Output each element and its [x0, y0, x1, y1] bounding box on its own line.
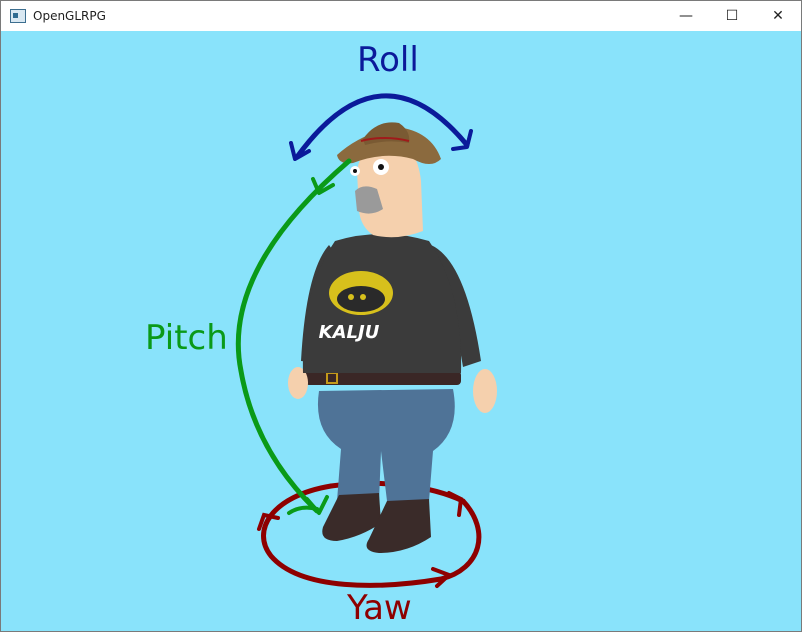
- pitch-label: Pitch: [145, 318, 228, 358]
- window-controls: — ☐ ✕: [663, 1, 801, 31]
- close-icon: ✕: [772, 8, 784, 24]
- pitch-arrow: [235, 158, 352, 515]
- scene-canvas: KALJU: [235, 93, 497, 588]
- close-button[interactable]: ✕: [755, 1, 801, 31]
- maximize-icon: ☐: [725, 8, 739, 24]
- roll-label: Roll: [357, 40, 419, 80]
- minimize-icon: —: [679, 8, 693, 24]
- window-title: OpenGLRPG: [33, 9, 106, 23]
- maximize-button[interactable]: ☐: [709, 1, 755, 31]
- minimize-button[interactable]: —: [663, 1, 709, 31]
- character-model: KALJU: [288, 122, 497, 553]
- render-viewport[interactable]: KALJU: [1, 31, 801, 631]
- roll-arrow: [289, 93, 473, 161]
- shirt-logo-text: KALJU: [319, 322, 380, 343]
- yaw-label: Yaw: [347, 588, 412, 628]
- title-bar[interactable]: OpenGLRPG — ☐ ✕: [1, 1, 801, 31]
- app-icon: [10, 9, 26, 23]
